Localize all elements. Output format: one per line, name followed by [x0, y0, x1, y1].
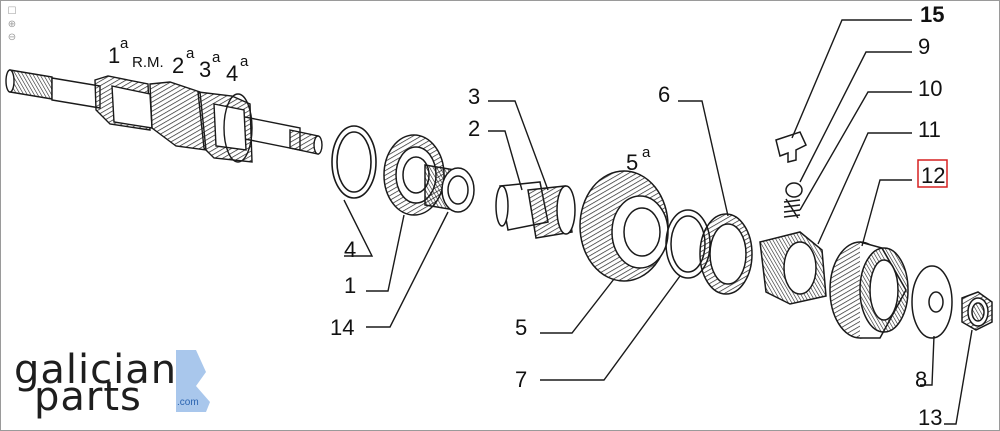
callout-12: 12 — [921, 163, 945, 188]
callout-15: 15 — [920, 2, 944, 27]
gear-label-reverse: R.M. — [132, 54, 164, 71]
part-15-pawl[interactable] — [775, 131, 807, 163]
gear-labels: 1 a R.M. 2 a 3 a 4 a 5 a — [108, 35, 651, 175]
part-14-collar[interactable] — [424, 164, 475, 213]
callout-8: 8 — [915, 367, 927, 392]
part-6-synchro-ring[interactable] — [699, 213, 753, 295]
zoom-out-icon[interactable]: ⊖ — [7, 32, 17, 43]
logo-line1: galician — [14, 347, 177, 393]
callout-6: 6 — [658, 82, 670, 107]
logo-suffix: .com — [177, 397, 199, 408]
callout-4: 4 — [344, 237, 356, 262]
gear-label-third: 3 — [199, 57, 211, 82]
gear-label-fourth: 4 — [226, 61, 238, 86]
part-3-needle-bearing[interactable] — [527, 185, 576, 239]
zoom-in-icon[interactable]: ⊕ — [7, 19, 17, 30]
callout-13: 13 — [918, 405, 942, 430]
logo-line2: parts — [34, 374, 142, 420]
callout-3: 3 — [468, 84, 480, 109]
highlight-box — [917, 159, 948, 188]
part-13-nut[interactable] — [961, 291, 993, 331]
part-8-washer[interactable] — [911, 265, 953, 339]
callouts: 15 9 10 11 12 3 2 6 4 1 14 5 7 8 13 — [330, 2, 948, 430]
gear-label-fifth-ordinal: a — [642, 144, 651, 161]
gear-label-third-ordinal: a — [212, 49, 221, 66]
callout-9: 9 — [918, 34, 930, 59]
gear-label-second: 2 — [172, 53, 184, 78]
callout-5: 5 — [515, 315, 527, 340]
part-5-fifth-gear[interactable] — [579, 170, 669, 282]
callout-7: 7 — [515, 367, 527, 392]
callout-14: 14 — [330, 315, 354, 340]
leader-lines — [343, 19, 973, 425]
part-11-synchro-hub[interactable] — [759, 231, 827, 305]
callout-11: 11 — [918, 117, 941, 142]
callout-10: 10 — [918, 76, 942, 101]
logo-map-shape — [176, 350, 210, 412]
gear-label-fourth-ordinal: a — [240, 53, 249, 70]
shaft-gears[interactable] — [94, 75, 253, 163]
part-4-snap-ring[interactable] — [331, 125, 377, 199]
part-12-sleeve[interactable] — [829, 241, 909, 339]
gear-label-second-ordinal: a — [186, 45, 195, 62]
galicianparts-logo[interactable]: galician parts .com — [14, 347, 210, 420]
callout-1: 1 — [344, 273, 356, 298]
callout-2: 2 — [468, 116, 480, 141]
part-10-spring[interactable] — [783, 198, 801, 219]
main-shaft[interactable] — [5, 69, 323, 155]
gear-label-first: 1 — [108, 43, 120, 68]
page-icon[interactable]: ☐ — [7, 6, 17, 17]
part-9-ball[interactable] — [785, 182, 803, 198]
gear-label-fifth: 5 — [626, 150, 638, 175]
gear-label-first-ordinal: a — [120, 35, 129, 52]
